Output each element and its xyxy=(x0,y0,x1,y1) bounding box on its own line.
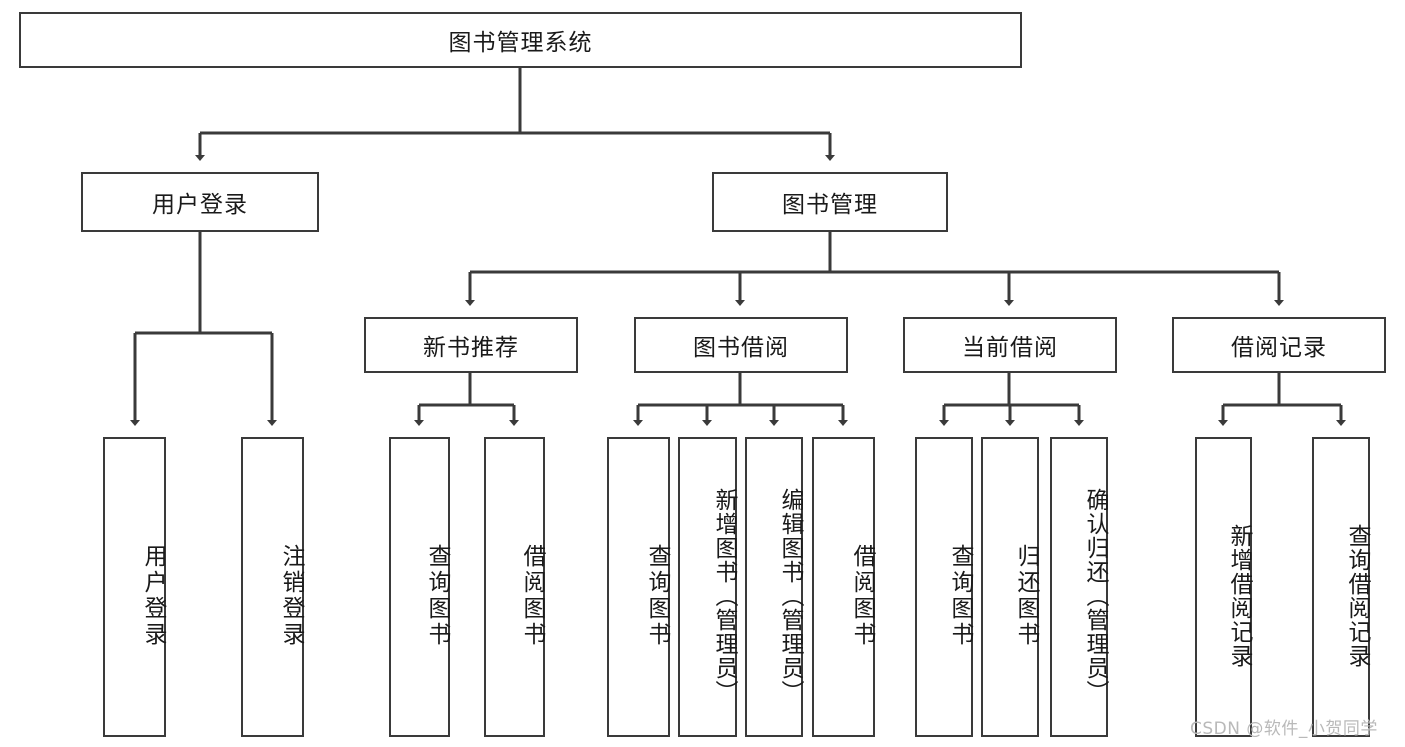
leaf-add-borrow-record[interactable]: 新增借阅记录 xyxy=(1195,437,1252,737)
leaf-borrow-book-recommend[interactable]: 借阅图书 xyxy=(484,437,545,737)
leaf-query-book-borrow[interactable]: 查询图书 xyxy=(607,437,670,737)
watermark-text: CSDN @软件_小贺同学 xyxy=(1190,719,1378,739)
node-book-borrow[interactable]: 图书借阅 xyxy=(634,317,848,373)
node-current-borrow[interactable]: 当前借阅 xyxy=(903,317,1117,373)
leaf-query-borrow-record[interactable]: 查询借阅记录 xyxy=(1312,437,1370,737)
node-user-login[interactable]: 用户登录 xyxy=(81,172,319,232)
leaf-add-book-admin[interactable]: 新增图书（管理员） xyxy=(678,437,737,737)
leaf-borrow-book[interactable]: 借阅图书 xyxy=(812,437,875,737)
leaf-query-book-recommend[interactable]: 查询图书 xyxy=(389,437,450,737)
leaf-user-login[interactable]: 用户登录 xyxy=(103,437,166,737)
node-borrow-record[interactable]: 借阅记录 xyxy=(1172,317,1386,373)
leaf-logout-login[interactable]: 注销登录 xyxy=(241,437,304,737)
leaf-edit-book-admin[interactable]: 编辑图书（管理员） xyxy=(745,437,803,737)
leaf-query-book-current[interactable]: 查询图书 xyxy=(915,437,973,737)
leaf-return-book[interactable]: 归还图书 xyxy=(981,437,1039,737)
leaf-confirm-return-admin[interactable]: 确认归还（管理员） xyxy=(1050,437,1108,737)
node-new-book-recommend[interactable]: 新书推荐 xyxy=(364,317,578,373)
node-root[interactable]: 图书管理系统 xyxy=(19,12,1022,68)
node-book-management[interactable]: 图书管理 xyxy=(712,172,948,232)
